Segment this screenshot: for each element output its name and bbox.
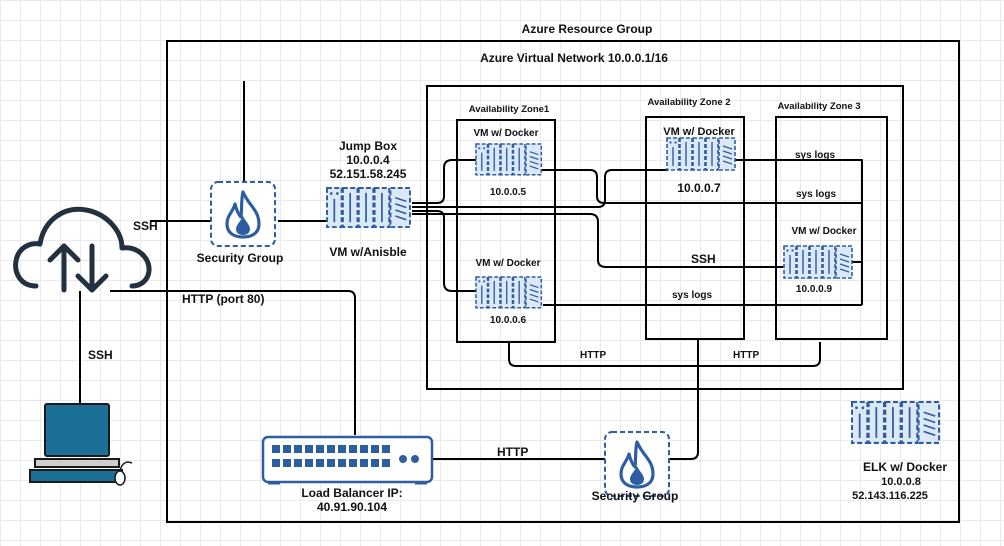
ssh-internet-label: SSH (133, 219, 158, 233)
jump-box-public-ip: 52.151.58.245 (329, 167, 407, 181)
server-rack-icon (475, 143, 543, 176)
security-group-icon (603, 430, 671, 498)
switch-port (272, 445, 280, 453)
resource-group-box (166, 40, 960, 523)
availability-zone-1 (456, 119, 556, 343)
server-rack-icon (850, 400, 941, 444)
switch-port (360, 459, 368, 467)
vnet-label: Azure Virtual Network 10.0.0.1/16 (480, 51, 668, 65)
switch-port (283, 459, 291, 467)
ssh-workstation-label: SSH (88, 348, 113, 362)
switch-port (305, 445, 313, 453)
switch-port (349, 459, 357, 467)
network-switch-icon (261, 435, 434, 485)
vm7-ip: 10.0.0.7 (677, 181, 721, 195)
availability-zone-2 (645, 116, 745, 340)
vm7-label: VM w/ Docker (663, 126, 735, 138)
server-rack-icon (666, 137, 736, 171)
server-rack-icon (475, 276, 543, 309)
load-balancer-label: Load Balancer IP: (301, 486, 403, 500)
switch-port (294, 445, 302, 453)
zone3-label: Availability Zone 3 (777, 101, 861, 112)
load-balancer-ip: 40.91.90.104 (316, 500, 388, 514)
switch-port (283, 445, 291, 453)
elk-public-ip: 52.143.116.225 (852, 490, 928, 502)
cloud-upload-download-icon (13, 206, 152, 293)
vm9-label: VM w/ Docker (791, 226, 857, 237)
jump-box-title: Jump Box (338, 139, 398, 153)
syslogs-label: sys logs (672, 290, 713, 301)
zones-container (426, 85, 904, 390)
vm6-ip: 10.0.0.6 (489, 315, 527, 326)
computer-workstation-icon (29, 403, 133, 486)
switch-port (382, 445, 390, 453)
resource-group-label: Azure Resource Group (521, 22, 653, 36)
availability-zone-3 (775, 116, 888, 340)
http-port80-label: HTTP (port 80) (182, 292, 265, 306)
switch-port (382, 459, 390, 467)
zone1-label: Availability Zone1 (468, 104, 550, 115)
switch-port (371, 459, 379, 467)
switch-port (316, 459, 324, 467)
zone2-label: Availability Zone 2 (647, 97, 731, 108)
security-group-icon (209, 180, 277, 248)
http-zone3-label: HTTP (733, 350, 760, 361)
server-rack-icon (783, 245, 853, 279)
link-vm5-syslogs (540, 169, 862, 204)
vm9-ip: 10.0.0.9 (795, 284, 833, 295)
switch-port (294, 459, 302, 467)
link-zone2-secgroup (666, 339, 699, 460)
link-jumpbox-vm9 (412, 213, 784, 268)
switch-port (316, 445, 324, 453)
link-jumpbox-vm5 (412, 159, 476, 204)
link-zone-http-bus (508, 342, 821, 367)
syslogs-label: sys logs (795, 150, 836, 161)
server-rack-icon (326, 187, 411, 229)
switch-port (327, 459, 335, 467)
switch-port (327, 445, 335, 453)
vm6-label: VM w/ Docker (475, 258, 541, 269)
http-zone1-label: HTTP (580, 350, 607, 361)
link-vm7-syslogs (734, 159, 863, 305)
link-jumpbox-vm6 (412, 210, 476, 292)
security-group-1-label: Security Group (196, 251, 284, 265)
switch-port (272, 459, 280, 467)
switch-port (338, 445, 346, 453)
switch-port (371, 445, 379, 453)
jump-box-caption: VM w/Anisble (329, 245, 407, 259)
vm5-label: VM w/ Docker (473, 128, 539, 139)
switch-port (305, 459, 313, 467)
elk-label: ELK w/ Docker (862, 460, 948, 474)
link-jumpbox-vm7 (412, 169, 668, 208)
link-internet-lb (110, 290, 356, 435)
http-lb-label: HTTP (497, 445, 529, 459)
switch-port (338, 459, 346, 467)
security-group-2-label: Security Group (591, 489, 679, 503)
vm5-ip: 10.0.0.5 (489, 187, 527, 198)
jump-box-private-ip: 10.0.0.4 (346, 153, 390, 167)
syslogs-label: sys logs (796, 189, 837, 200)
switch-port (360, 445, 368, 453)
ssh-vm9-label: SSH (691, 252, 716, 266)
elk-private-ip: 10.0.0.8 (881, 476, 921, 488)
switch-port (349, 445, 357, 453)
